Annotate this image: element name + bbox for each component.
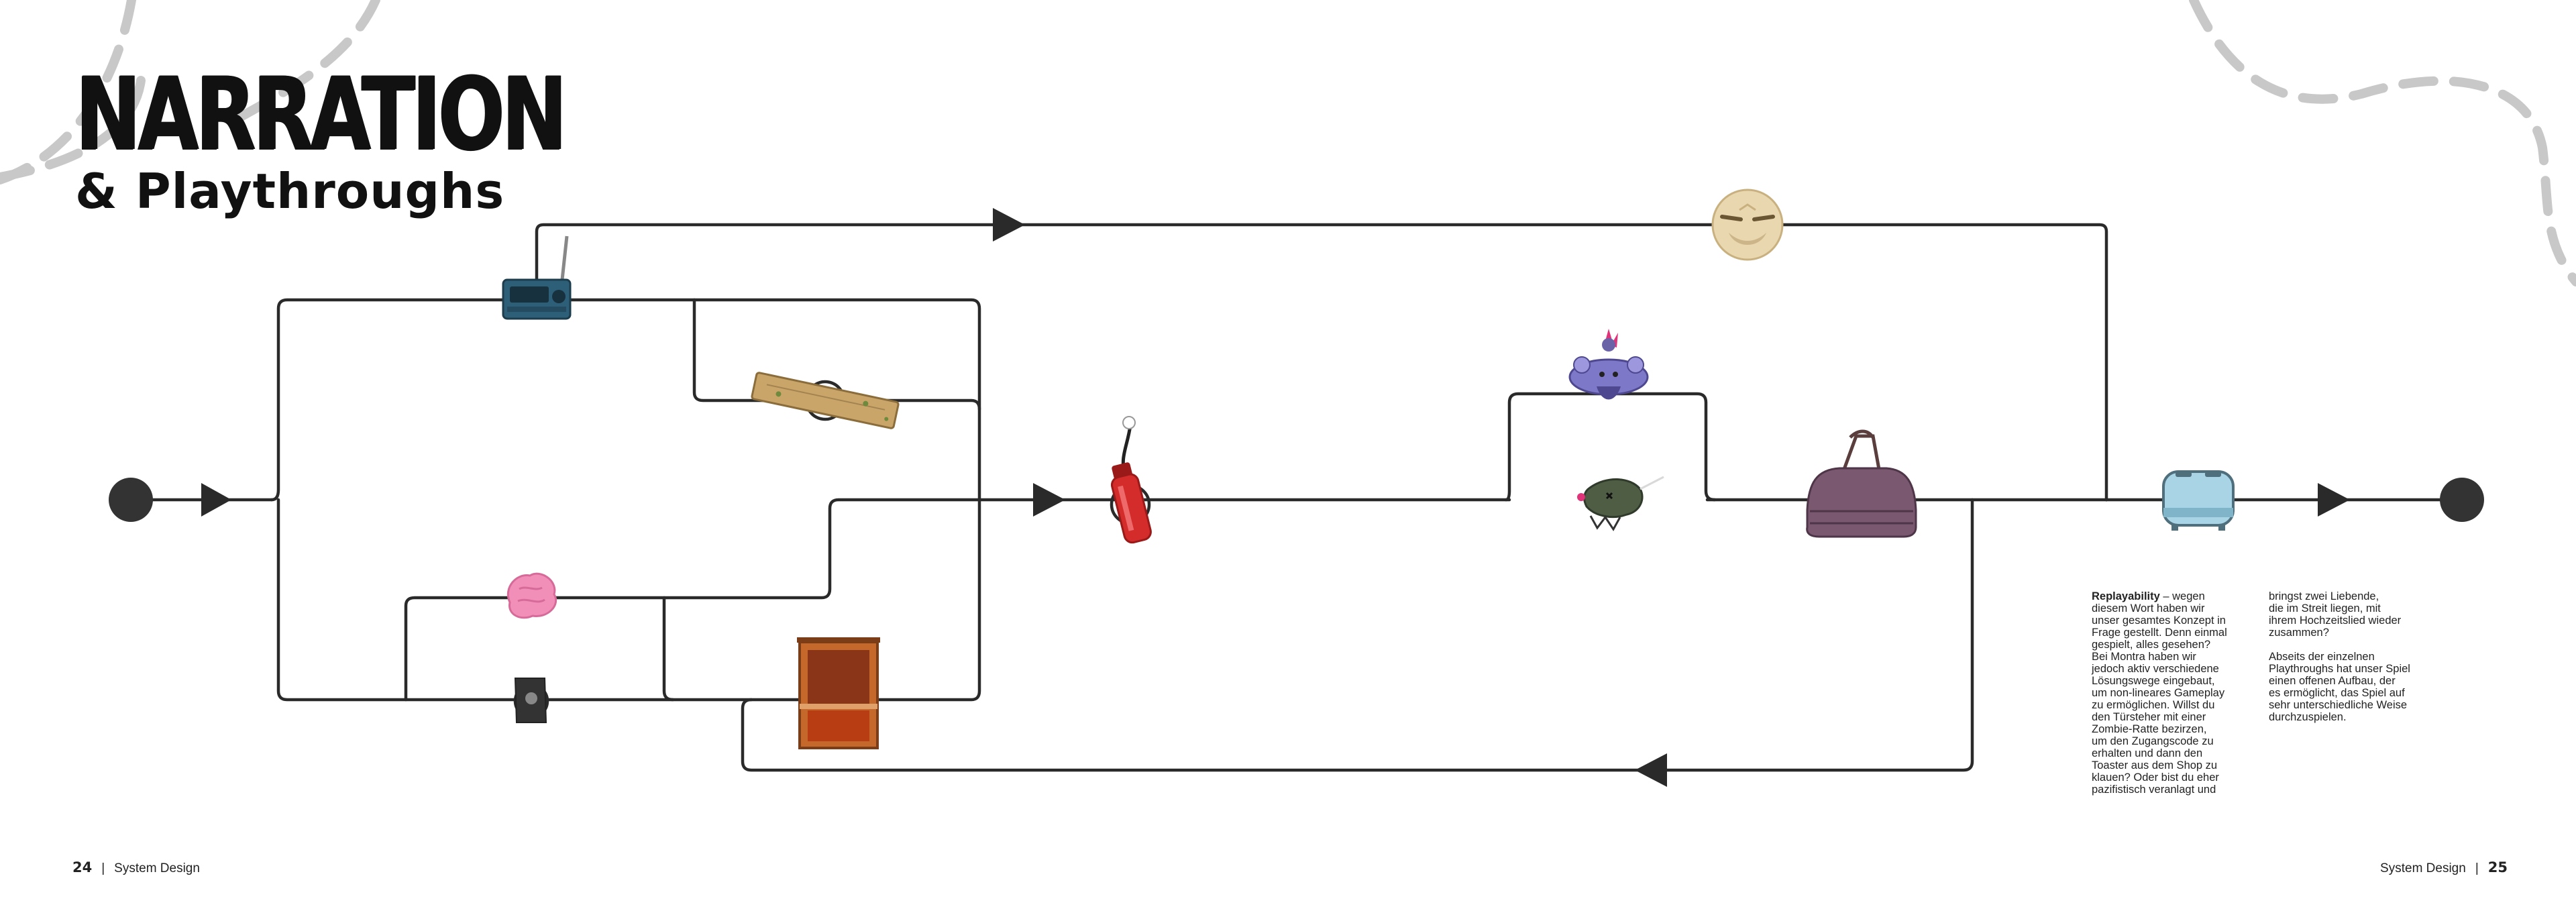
path-lower-branch [276, 498, 981, 702]
arrow-start [201, 483, 231, 517]
path-plank-branch [692, 298, 981, 411]
end-node [2440, 478, 2484, 522]
page-subtitle: & Playthroughs [75, 163, 505, 219]
arrow-top [993, 208, 1025, 242]
zombie-rat-icon [1577, 476, 1664, 531]
footer-left: 24 | System Design [72, 859, 200, 876]
footer-separator-left: | [101, 861, 105, 875]
body-text-col1: – wegen diesem Wort haben wir unser gesa… [2092, 590, 2227, 796]
arrow-mid [1033, 483, 1065, 517]
purple-creature-icon [1568, 329, 1649, 400]
path-brain-down [662, 596, 675, 702]
start-node [109, 478, 153, 522]
pink-brain-icon [506, 572, 557, 619]
toaster-icon [2162, 470, 2235, 531]
fire-extinguisher-icon [1110, 416, 1152, 544]
footer-right: System Design | 25 [2380, 859, 2508, 876]
radio-icon [502, 235, 572, 320]
body-text-column-2: bringst zwei Liebende, die im Streit lie… [2269, 590, 2410, 723]
purple-bag-icon [1806, 429, 1917, 538]
dash-curve-top-right [2189, 0, 2576, 286]
body-text-bold-lead: Replayability [2092, 590, 2160, 602]
arrow-end [2318, 483, 2350, 517]
doorman-face-icon [1711, 189, 1784, 261]
footer-section-right: System Design [2380, 861, 2466, 875]
page-title: NARRATION [75, 56, 567, 173]
body-text-column-1: Replayability – wegen diesem Wort haben … [2092, 590, 2239, 796]
arrow-return [1635, 753, 1667, 787]
dark-mug-icon [513, 678, 549, 723]
path-brain-branch [404, 498, 981, 702]
path-top-loop [535, 223, 2108, 502]
dash-curve-top-arc [217, 0, 380, 132]
path-upper-branch [270, 298, 981, 502]
dash-curve-left [0, 76, 146, 182]
page-number-right: 25 [2487, 859, 2508, 875]
wooden-cabinet-icon [797, 637, 880, 749]
footer-section-left: System Design [114, 861, 200, 875]
footer-separator-right: | [2475, 861, 2479, 875]
page-number-left: 24 [72, 859, 93, 875]
wooden-plank-icon [751, 372, 900, 429]
path-return-loop [741, 498, 1974, 772]
